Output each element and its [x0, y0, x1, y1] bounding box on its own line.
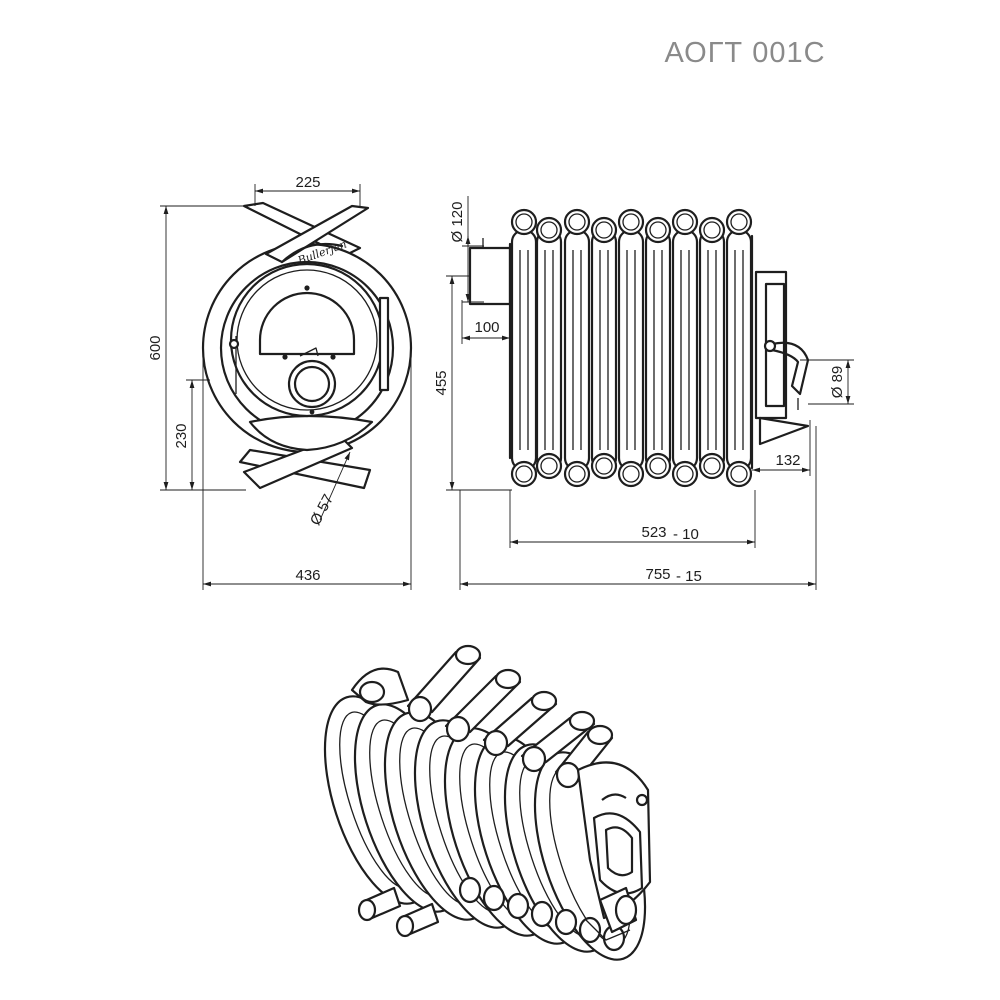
regulator-rivet-icon — [309, 409, 315, 415]
dim-body-height: 455 — [433, 370, 450, 395]
handle-pivot-icon — [763, 339, 777, 353]
bottom-pipe-bore — [703, 457, 721, 475]
flue-pipe — [468, 246, 512, 306]
side-tube-1 — [510, 228, 538, 472]
iso-ash-lip — [585, 919, 631, 941]
body-tubes — [510, 228, 753, 472]
dim-total-width: 436 — [295, 567, 320, 584]
iso-door-window — [604, 826, 634, 877]
iso-top-pipes — [406, 644, 614, 789]
dim-pipe-diameter: Ø 57 — [307, 492, 337, 529]
top-pipe-bore — [540, 221, 558, 239]
bottom-pipe-bore — [622, 465, 640, 483]
dim-door-diameter: Ø 89 — [829, 366, 846, 399]
door-window — [258, 291, 356, 356]
top-pipe-bore — [595, 221, 613, 239]
top-pipe-bore — [649, 221, 667, 239]
iso-bottom-bore-icon — [554, 908, 578, 936]
iso-bottom-bore-icon — [458, 876, 482, 904]
iso-bottom-bore-icon — [530, 900, 554, 928]
bottom-pipe-bore — [515, 465, 533, 483]
bottom-pipe-bore — [730, 465, 748, 483]
iso-back-flue-end — [358, 680, 386, 704]
air-regulator-inner — [293, 365, 331, 403]
iso-top-pipe-end-icon — [494, 668, 522, 690]
dim-top-width: 225 — [295, 174, 320, 191]
iso-door — [592, 812, 644, 895]
dim-height: 600 — [147, 335, 164, 360]
bottom-pipe-bore — [649, 457, 667, 475]
side-tube-2 — [535, 228, 563, 472]
door-rivet-left-icon — [282, 354, 288, 360]
iso-top-pipe-root-icon — [483, 729, 509, 757]
side-tube-7 — [671, 228, 699, 472]
door-handle-icon — [228, 338, 240, 350]
side-tube-8 — [698, 228, 726, 472]
dim-total-length-tolerance: - 15 — [676, 568, 702, 585]
front-view: Bullerjan 225 600 230 Ø 57 — [147, 174, 413, 590]
bottom-pipe-bore — [540, 457, 558, 475]
iso-handle-icon — [635, 793, 649, 807]
dim-flue-diameter: Ø 120 — [449, 202, 466, 243]
iso-top-pipe-root-icon — [555, 761, 581, 789]
iso-top-pipe-root-icon — [407, 695, 433, 723]
top-pipe-bore — [622, 213, 640, 231]
top-pipe-caps — [510, 208, 753, 244]
iso-bottom-bore-icon — [578, 916, 602, 944]
door-rivet-right-icon — [330, 354, 336, 360]
dim-body-length: 523 — [641, 524, 666, 541]
side-tube-5 — [617, 228, 645, 472]
bottom-pipe-bore — [568, 465, 586, 483]
side-tube-3 — [563, 228, 591, 472]
iso-top-pipe-root-icon — [445, 715, 471, 743]
isometric-view — [323, 644, 652, 961]
side-view: Ø 120 100 455 Ø 89 132 523 - 10 755 - 15 — [433, 196, 854, 590]
top-pipe-bore — [676, 213, 694, 231]
side-tube-9 — [725, 228, 753, 472]
iso-regulator — [614, 894, 638, 926]
dim-flue-offset: 100 — [474, 319, 499, 336]
iso-stub-end-right — [395, 914, 415, 938]
door-hinge-right — [378, 296, 390, 392]
dim-body-length-tolerance: - 10 — [673, 526, 699, 543]
iso-door-top-hinge — [601, 793, 627, 801]
ash-drawer-lip — [758, 416, 810, 446]
door-latch — [299, 347, 319, 357]
side-tube-4 — [590, 228, 618, 472]
top-pipe-bore — [703, 221, 721, 239]
top-pipe-bore — [730, 213, 748, 231]
dim-total-length: 755 — [645, 566, 670, 583]
iso-bottom-bore-icon — [506, 892, 530, 920]
bottom-pipe-bore — [595, 457, 613, 475]
iso-top-pipe-end-icon — [568, 710, 596, 732]
side-tube-6 — [644, 228, 672, 472]
dim-door-depth: 132 — [775, 452, 800, 469]
iso-top-pipe-end-icon — [454, 644, 482, 666]
window-rivet-icon — [304, 285, 310, 291]
door-handle — [770, 341, 810, 396]
bottom-pipe-bore — [676, 465, 694, 483]
top-pipe-bore — [515, 213, 533, 231]
bottom-pipe-caps — [510, 452, 753, 488]
top-pipe-bore — [568, 213, 586, 231]
iso-stub-end-left — [357, 898, 377, 922]
dim-axis-height: 230 — [173, 423, 190, 448]
iso-top-pipe-end-icon — [586, 724, 614, 746]
iso-top-pipe-end-icon — [530, 690, 558, 712]
model-title: АОГТ 001С — [664, 37, 825, 69]
logo-plate — [280, 242, 344, 264]
iso-bottom-bore-icon — [482, 884, 506, 912]
iso-top-pipe-root-icon — [521, 745, 547, 773]
